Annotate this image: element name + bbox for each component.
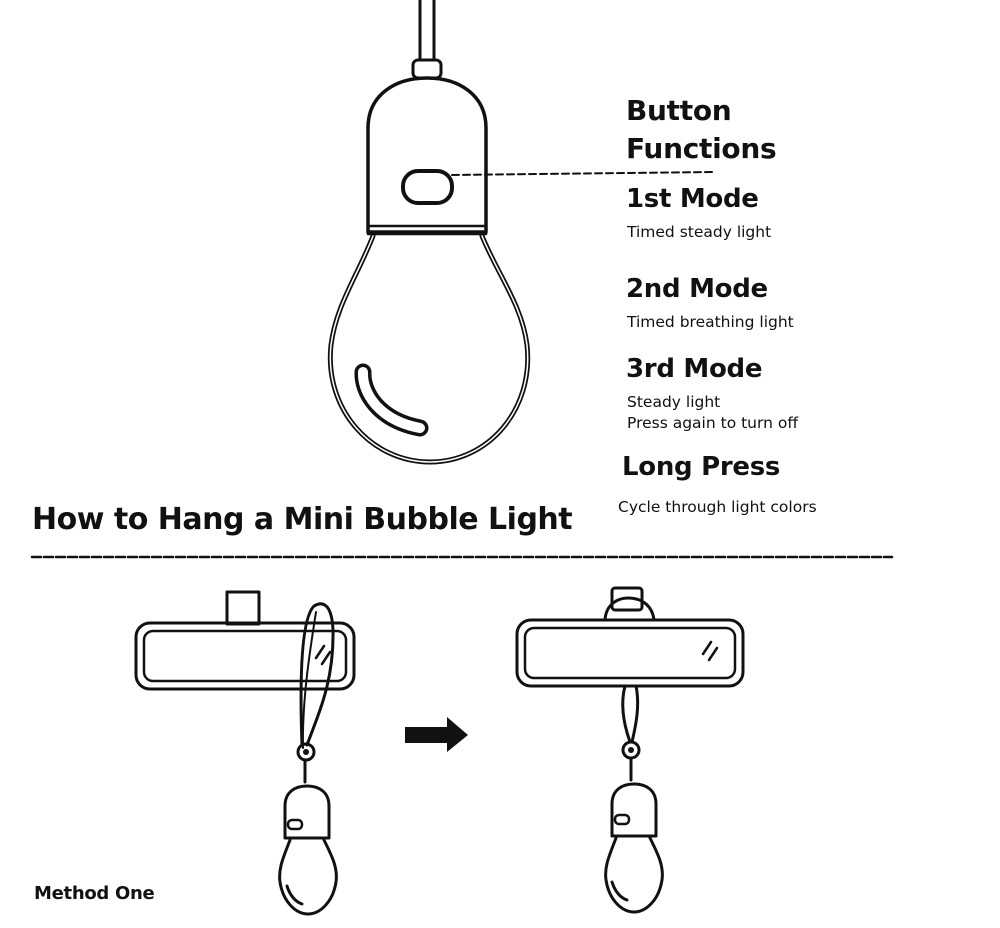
mode-3-desc-2: Press again to turn off: [627, 414, 799, 432]
button-functions-heading: Button Functions: [626, 92, 777, 168]
mode-3-title: 3rd Mode: [626, 354, 763, 384]
mode-3-desc-1: Steady light: [627, 393, 721, 411]
method-label: Method One: [34, 883, 155, 904]
long-press-title: Long Press: [622, 452, 781, 482]
mirror-step-2: [515, 586, 745, 914]
pointer-line: [451, 171, 713, 176]
mode-1-desc: Timed steady light: [627, 223, 772, 241]
mode-1-title: 1st Mode: [626, 184, 759, 214]
long-press-desc: Cycle through light colors: [618, 498, 817, 516]
button-icon: [401, 169, 454, 205]
heading-line-1: Button: [626, 94, 732, 127]
arrow-right-icon: [405, 717, 468, 752]
mirror-step-1: [134, 590, 356, 916]
mode-2-title: 2nd Mode: [626, 274, 768, 304]
large-bulb-illustration: [327, 0, 531, 465]
mode-2-desc: Timed breathing light: [627, 313, 794, 331]
heading-line-2: Functions: [626, 132, 777, 165]
hang-section-title: How to Hang a Mini Bubble Light: [32, 502, 573, 537]
